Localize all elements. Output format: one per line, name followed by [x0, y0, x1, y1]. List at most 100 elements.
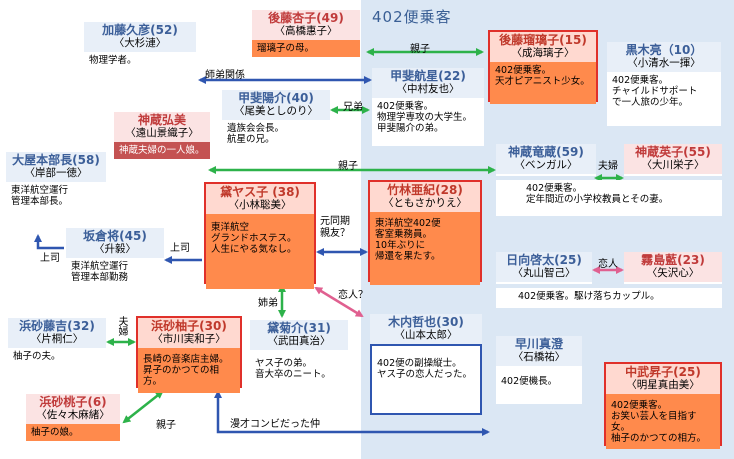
line-joushi-oya	[34, 234, 64, 250]
actor: 〈小清水一揮〉	[627, 57, 701, 69]
rel-oyako-hamasago: 親子	[156, 420, 176, 431]
actor: 〈石橋祐〉	[512, 351, 566, 363]
name: 日向啓太(25)	[506, 253, 582, 267]
actor: 〈ベンガル〉	[514, 159, 578, 171]
desc: 柚子の夫。	[8, 348, 106, 365]
actor: 〈ともさかりえ〉	[383, 197, 467, 209]
desc: 東洋航空 グランドホステス。 人生にやる気なし。	[206, 214, 314, 289]
name: 中武昇子(25)	[625, 365, 701, 379]
name: 神蔵竜蔵(59)	[508, 145, 584, 159]
name: 大屋本部長(58)	[12, 153, 100, 167]
rel-kyodai: 兄弟	[343, 102, 363, 113]
actor: 〈矢沢心〉	[646, 267, 700, 279]
card-hamasago-fujikichi: 浜砂藤吉(32)〈片桐仁〉 柚子の夫。	[8, 318, 106, 374]
desc: 物理学者。	[84, 52, 196, 69]
desc: 柚子の娘。	[26, 424, 120, 441]
card-hinata-keita: 日向啓太(25)〈丸山智己〉	[496, 252, 592, 284]
actor: 〈武田真治〉	[267, 335, 331, 347]
name: 木内哲也(30)	[388, 315, 464, 329]
desc: 402便乗客。 天才ピアニスト少女。	[490, 62, 596, 104]
name: 甲斐航星(22)	[390, 69, 466, 83]
card-hinata-couple-desc: 402便乗客。駆け落ちカップル。	[496, 288, 722, 308]
name: 坂倉将(45)	[83, 229, 147, 243]
rel-koibito-hinata: 恋人	[598, 259, 618, 270]
card-kai-yosuke: 甲斐陽介(40)〈尾美としのり〉 遺族会会長。 航星の兄。	[222, 90, 330, 152]
rel-koibito-kiuchi: 恋人？	[338, 290, 368, 301]
actor: 〈岸部一徳〉	[24, 167, 88, 179]
line-manzai	[214, 390, 490, 436]
card-nakatake-shoko: 中武昇子(25)〈明星真由美〉 402便乗客。 お笑い芸人を目指す女。 柚子のか…	[604, 362, 722, 449]
actor: 〈丸山智己〉	[512, 267, 576, 279]
name: 黛ヤス子 (38)	[220, 185, 300, 199]
card-hamasago-yuzuko: 浜砂柚子(30)〈市川実和子〉 長崎の音楽店主婦。 昇子のかつての相方。	[136, 316, 242, 393]
line-oyako-hamasago	[122, 390, 164, 424]
desc: 東洋航空運行 管理本部長。	[6, 182, 106, 210]
card-kamikura-couple-desc: 402便乗客。 定年間近の小学校教員とその妻。	[496, 180, 722, 216]
desc: 遺族会会長。 航星の兄。	[222, 120, 330, 148]
desc: 402便乗客。駆け落ちカップル。	[496, 288, 722, 305]
desc: 402便乗客。 定年間近の小学校教員とその妻。	[496, 180, 722, 208]
card-hamasago-momoko: 浜砂桃子(6)〈佐々木麻緒〉 柚子の娘。	[26, 394, 120, 448]
name: 浜砂桃子(6)	[39, 395, 107, 409]
actor: 〈遠山景織子〉	[125, 127, 199, 139]
actor: 〈高橋惠子〉	[274, 25, 338, 37]
passenger-area-title: 402便乗客	[372, 8, 452, 26]
card-takebayashi-aki: 竹林亜紀(28)〈ともさかりえ〉 東洋航空402便 客室乗務員。 10年ぶりに …	[368, 180, 482, 285]
name: 竹林亜紀(28)	[387, 183, 463, 197]
rel-joushi-sakakura: 上司	[170, 243, 190, 254]
card-hayakawa-masumi: 早川真澄〈石橋祐〉 402便機長。	[496, 336, 582, 404]
name: 後藤瑠璃子(15)	[499, 33, 587, 47]
card-goto-ruriko: 後藤瑠璃子(15)〈成海璃子〉 402便乗客。 天才ピアニスト少女。	[488, 30, 598, 104]
name: 早川真澄	[514, 337, 563, 351]
actor: 〈山本太郎〉	[394, 329, 458, 341]
rel-manzai: 漫才コンビだった仲	[230, 419, 320, 430]
desc: 神蔵夫婦の一人娘。	[114, 142, 210, 159]
rel-shitei: 師弟関係	[205, 70, 245, 81]
desc: 402便機長。	[496, 366, 582, 390]
desc: 402便乗客。 物理学専攻の大学生。 甲斐陽介の弟。	[372, 98, 484, 137]
desc: 402便乗客。 お笑い芸人を目指す女。 柚子のかつての相方。	[606, 394, 720, 449]
actor: 〈中村友也〉	[396, 83, 460, 95]
line-koibito-kiuchi	[314, 286, 364, 318]
card-mayuzumi-yasuko: 黛ヤス子 (38)〈小林聡美〉 東洋航空 グランドホステス。 人生にやる気なし。	[204, 182, 316, 289]
card-sakamoto-masaru: 坂倉将(45)〈升毅〉 東洋航空運行 管理本部勤務	[66, 228, 164, 300]
card-kamikura-eiko: 神蔵英子(55)〈大川栄子〉	[624, 144, 722, 176]
desc: 東洋航空402便 客室乗務員。 10年ぶりに 帰還を果たす。	[370, 212, 480, 285]
desc: 瑠璃子の母。	[252, 40, 360, 57]
rel-douki: 元同期 親友？	[320, 216, 350, 239]
name: 霧島藍(23)	[641, 253, 705, 267]
card-kamikura-hiromi: 神蔵弘美〈遠山景織子〉 神蔵夫婦の一人娘。	[114, 112, 210, 168]
desc: 402便の副操縦士。 ヤス子の恋人だった。	[370, 344, 482, 415]
desc: 長崎の音楽店主婦。 昇子のかつての相方。	[138, 348, 240, 393]
name: 黒木亮（10）	[625, 43, 703, 57]
card-goto-kyoko: 後藤杏子(49)〈高橋惠子〉 瑠璃子の母。	[252, 10, 360, 70]
name: 黛菊介(31)	[267, 321, 331, 335]
actor: 〈成海璃子〉	[511, 47, 575, 59]
card-kuroki-ryo: 黒木亮（10）〈小清水一揮〉 402便乗客。 チャイルドサポート で一人旅の少年…	[607, 42, 721, 126]
name: 神蔵弘美	[137, 113, 186, 127]
name: 後藤杏子(49)	[268, 11, 344, 25]
actor: 〈佐々木麻緒〉	[36, 409, 110, 421]
actor: 〈升毅〉	[94, 243, 136, 255]
desc: ヤス子の弟。 音大卒のニート。	[250, 350, 348, 383]
card-oya: 大屋本部長(58)〈岸部一徳〉 東洋航空運行 管理本部長。	[6, 152, 106, 226]
name: 神蔵英子(55)	[635, 145, 711, 159]
actor: 〈小林聡美〉	[228, 199, 292, 211]
rel-joushi-oya: 上司	[40, 253, 60, 264]
name: 甲斐陽介(40)	[238, 91, 314, 105]
rel-shitei2: 姉弟	[258, 298, 278, 309]
actor: 〈片桐仁〉	[30, 333, 84, 345]
desc: 東洋航空運行 管理本部勤務	[66, 258, 164, 286]
card-kiuchi-tetsuya: 木内哲也(30)〈山本太郎〉 402便の副操縦士。 ヤス子の恋人だった。	[370, 314, 482, 415]
rel-fufu-kamikura: 夫婦	[598, 161, 618, 172]
name: 浜砂藤吉(32)	[19, 319, 95, 333]
desc: 402便乗客。 チャイルドサポート で一人旅の少年。	[607, 72, 721, 111]
actor: 〈明星真由美〉	[626, 379, 700, 391]
actor: 〈尾美としのり〉	[234, 105, 318, 117]
rel-fufu-hamasago: 夫婦	[116, 316, 127, 336]
actor: 〈大川栄子〉	[641, 159, 705, 171]
actor: 〈大杉漣〉	[113, 37, 167, 49]
card-kamikura-ryuzo: 神蔵竜蔵(59)〈ベンガル〉	[496, 144, 596, 176]
card-kai-kouya: 甲斐航星(22)〈中村友也〉 402便乗客。 物理学専攻の大学生。 甲斐陽介の弟…	[372, 68, 484, 146]
